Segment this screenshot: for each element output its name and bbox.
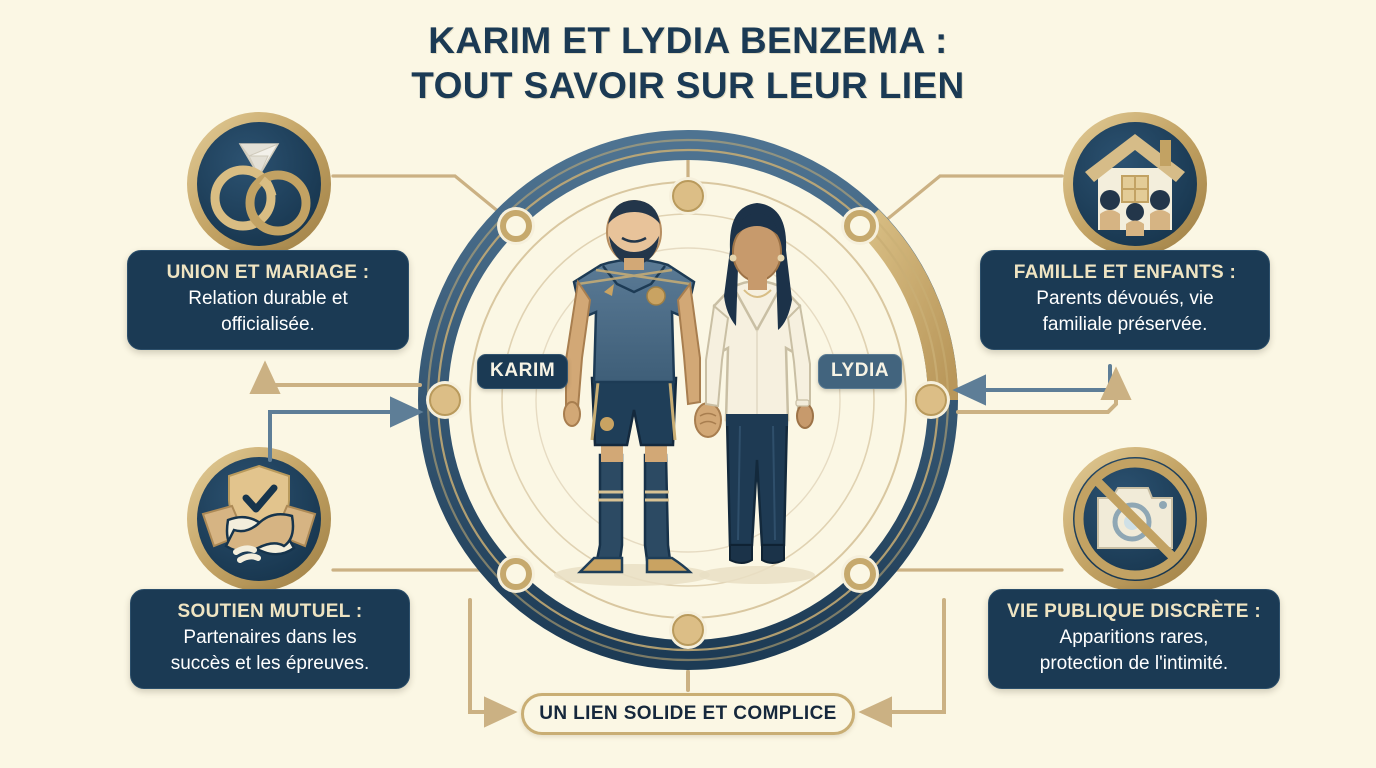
info-box-union-et-mariage: UNION ET MARIAGE : Relation durable et o… <box>127 250 409 351</box>
ring-node-top <box>669 177 707 215</box>
arrow-right-gold-up <box>956 366 1132 414</box>
diamond-glyph <box>238 143 280 178</box>
ring-node-top-left <box>497 207 535 245</box>
info-box-vie-publique-discrete: VIE PUBLIQUE DISCRÈTE : Apparitions rare… <box>988 589 1280 690</box>
family-house-icon[interactable] <box>1063 112 1207 256</box>
ring-node-left <box>426 381 464 419</box>
title-line-1: KARIM ET LYDIA BENZEMA : <box>428 20 948 61</box>
info-box-body-line-2: officialisée. <box>221 314 315 336</box>
ring-nodes <box>426 177 950 649</box>
page-title: KARIM ET LYDIA BENZEMA : TOUT SAVOIR SUR… <box>0 18 1376 108</box>
info-box-famille-et-enfants: FAMILLE ET ENFANTS : Parents dévoués, vi… <box>980 250 1270 351</box>
info-box-body-line-2: familiale préservée. <box>1042 314 1208 336</box>
arrow-left-blue-right <box>268 396 424 462</box>
ring-node-bottom-right <box>841 555 879 593</box>
info-box-body-line-1: Relation durable et <box>188 287 348 309</box>
handshake-shield-icon[interactable] <box>187 447 331 591</box>
arrow-bottomleft-to-pill <box>468 598 518 728</box>
arrow-bottomright-to-pill <box>858 598 946 728</box>
no-camera-icon[interactable] <box>1063 447 1207 591</box>
wedding-rings-icon[interactable] <box>187 112 331 256</box>
info-box-body-line-2: protection de l'intimité. <box>1039 653 1229 675</box>
info-box-body-line-1: Apparitions rares, <box>1059 626 1209 648</box>
ring-node-top-right <box>841 207 879 245</box>
info-box-heading: VIE PUBLIQUE DISCRÈTE : <box>1007 601 1261 622</box>
couple-illustration <box>554 200 815 586</box>
info-box-soutien-mutuel: SOUTIEN MUTUEL : Partenaires dans les su… <box>130 589 410 690</box>
ring-gold-segment <box>857 209 958 401</box>
flow-arrows <box>249 360 1132 728</box>
summary-pill: UN LIEN SOLIDE ET COMPLICE <box>521 693 855 735</box>
info-box-heading: UNION ET MARIAGE : <box>166 262 370 283</box>
connector-famille-to-ring <box>877 174 1064 228</box>
info-box-heading: FAMILLE ET ENFANTS : <box>1013 262 1237 283</box>
info-box-body-line-2: succès et les épreuves. <box>170 653 370 675</box>
ring-node-right <box>912 381 950 419</box>
name-tag-lydia: LYDIA <box>818 354 903 389</box>
joined-hands <box>694 402 722 438</box>
arrow-right-blue-left <box>952 364 1112 406</box>
connector-union-to-ring <box>331 174 518 228</box>
arrow-left-gold-up <box>249 360 422 394</box>
info-box-heading: SOUTIEN MUTUEL : <box>177 601 363 622</box>
ring-node-bottom-left <box>497 555 535 593</box>
ring-node-bottom <box>669 611 707 649</box>
name-tag-karim: KARIM <box>477 354 569 389</box>
info-box-body-line-1: Parents dévoués, vie <box>1036 287 1214 309</box>
figure-karim <box>563 200 701 574</box>
figure-lydia <box>705 203 814 564</box>
info-box-body-line-1: Partenaires dans les <box>183 626 357 648</box>
title-line-2: TOUT SAVOIR SUR LEUR LIEN <box>411 65 965 107</box>
